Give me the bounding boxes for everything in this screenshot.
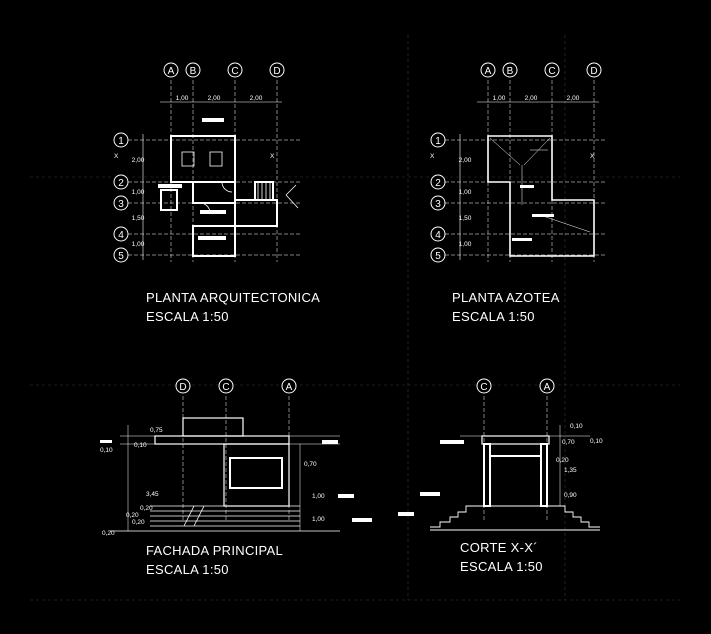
corte-steps (430, 505, 600, 531)
fachada-scale: ESCALA 1:50 (146, 562, 229, 577)
fachada-dim-left-8: 0,20 (102, 530, 115, 537)
fachada-col-a: A (286, 382, 293, 393)
corte-dim-3: 0,70 (562, 439, 575, 446)
planta-dim-row-1: 2,00 (132, 157, 145, 164)
planta-dim-col-1: 1,00 (176, 95, 189, 102)
azotea-col-c: C (548, 66, 555, 77)
planta-dim-col-3: 2,00 (250, 95, 263, 102)
fachada-dim-right-2: 1,00 (312, 493, 325, 500)
corte-dim-6: 0,90 (564, 492, 577, 499)
azotea-dim-row-2: 1,00 (459, 189, 472, 196)
fachada-dim-right-1: 0,70 (304, 461, 317, 468)
azotea-row-1: 1 (435, 136, 441, 147)
corte-col-a: A (544, 382, 551, 393)
azotea-dim-row-3: 1,50 (459, 215, 472, 222)
planta-title: PLANTA ARQUITECTONICA (146, 290, 320, 305)
azotea-dimension-lines (459, 101, 599, 260)
corte-dim-2: 0,10 (590, 438, 603, 445)
azotea-dim-col-2: 2,00 (525, 95, 538, 102)
azotea-row-bubbles (430, 132, 446, 263)
fachada-dim-left-3: 0,10 (100, 447, 113, 454)
fachada-dim-left-7: 0,20 (132, 519, 145, 526)
fachada-dim-left-6: 0,20 (126, 512, 139, 519)
planta-labels (158, 118, 226, 240)
planta-section-mark-left: X (114, 153, 119, 160)
fachada-title: FACHADA PRINCIPAL (146, 543, 283, 558)
corte-dim-5: 1,35 (564, 467, 577, 474)
fachada-dim-right-3: 1,00 (312, 516, 325, 523)
planta-walls (160, 135, 278, 257)
planta-row-bubbles (113, 132, 129, 263)
planta-dim-row-4: 1,00 (132, 241, 145, 248)
azotea-dim-row-4: 1,00 (459, 241, 472, 248)
planta-col-b: B (190, 66, 197, 77)
planta-dimension-lines (142, 101, 282, 260)
fachada-dim-left-4: 3,45 (146, 491, 159, 498)
corte-dim-4: 0,20 (556, 457, 569, 464)
view-corte-x-x: C A 0,10 0,10 0,70 0,20 1,35 0,90 CORTE … (398, 378, 603, 574)
azotea-col-d: D (590, 66, 597, 77)
planta-col-a: A (168, 66, 175, 77)
fachada-col-c: C (222, 382, 229, 393)
fachada-column-bubbles (175, 378, 297, 394)
azotea-dim-col-1: 1,00 (493, 95, 506, 102)
azotea-row-4: 4 (435, 230, 441, 241)
planta-fixtures (181, 151, 299, 214)
fachada-dim-left-1: 0,75 (150, 427, 163, 434)
planta-section-mark-right: X (270, 153, 275, 160)
azotea-row-3: 3 (435, 199, 441, 210)
azotea-row-2: 2 (435, 178, 441, 189)
azotea-section-mark-left: X (430, 153, 435, 160)
azotea-col-b: B (507, 66, 514, 77)
planta-row-4: 4 (118, 230, 124, 241)
azotea-labels (512, 185, 554, 241)
fachada-labels (100, 440, 372, 522)
fachada-col-d: D (179, 382, 186, 393)
planta-scale: ESCALA 1:50 (146, 309, 229, 324)
corte-col-c: C (480, 382, 487, 393)
planta-col-c: C (231, 66, 238, 77)
azotea-scale: ESCALA 1:50 (452, 309, 535, 324)
planta-column-bubbles (163, 62, 285, 78)
azotea-dim-row-1: 2,00 (459, 157, 472, 164)
planta-dim-row-2: 1,00 (132, 189, 145, 196)
view-fachada-principal: D C A 0,75 0,10 0,10 3,45 0,20 0,20 0,20… (100, 378, 372, 577)
fachada-steps (110, 505, 340, 532)
azotea-dim-col-3: 2,00 (567, 95, 580, 102)
planta-col-d: D (273, 66, 280, 77)
corte-labels (398, 440, 464, 516)
fachada-dim-left-5: 0,20 (140, 505, 153, 512)
corte-scale: ESCALA 1:50 (460, 559, 543, 574)
azotea-outline (487, 135, 595, 257)
azotea-column-bubbles (480, 62, 602, 78)
azotea-title: PLANTA AZOTEA (452, 290, 560, 305)
planta-dim-row-3: 1,50 (132, 215, 145, 222)
azotea-section-mark-right: X (590, 153, 595, 160)
corte-column-bubbles (476, 378, 555, 394)
fachada-dim-left-2: 0,10 (134, 442, 147, 449)
planta-row-5: 5 (118, 251, 124, 262)
azotea-row-5: 5 (435, 251, 441, 262)
view-planta-azotea: A B C D 1 2 3 4 5 1,00 2,00 2,00 2,00 1,… (430, 62, 605, 324)
planta-dim-col-2: 2,00 (208, 95, 221, 102)
fachada-dim-lines (127, 425, 301, 531)
azotea-col-a: A (485, 66, 492, 77)
corte-title: CORTE X-X´ (460, 540, 538, 555)
planta-row-2: 2 (118, 178, 124, 189)
view-planta-arquitectonica: A B C D 1 2 3 4 5 1,00 2,00 2,00 2,00 1,… (113, 62, 320, 324)
planta-row-1: 1 (118, 136, 124, 147)
planta-row-3: 3 (118, 199, 124, 210)
corte-dim-1: 0,10 (570, 423, 583, 430)
